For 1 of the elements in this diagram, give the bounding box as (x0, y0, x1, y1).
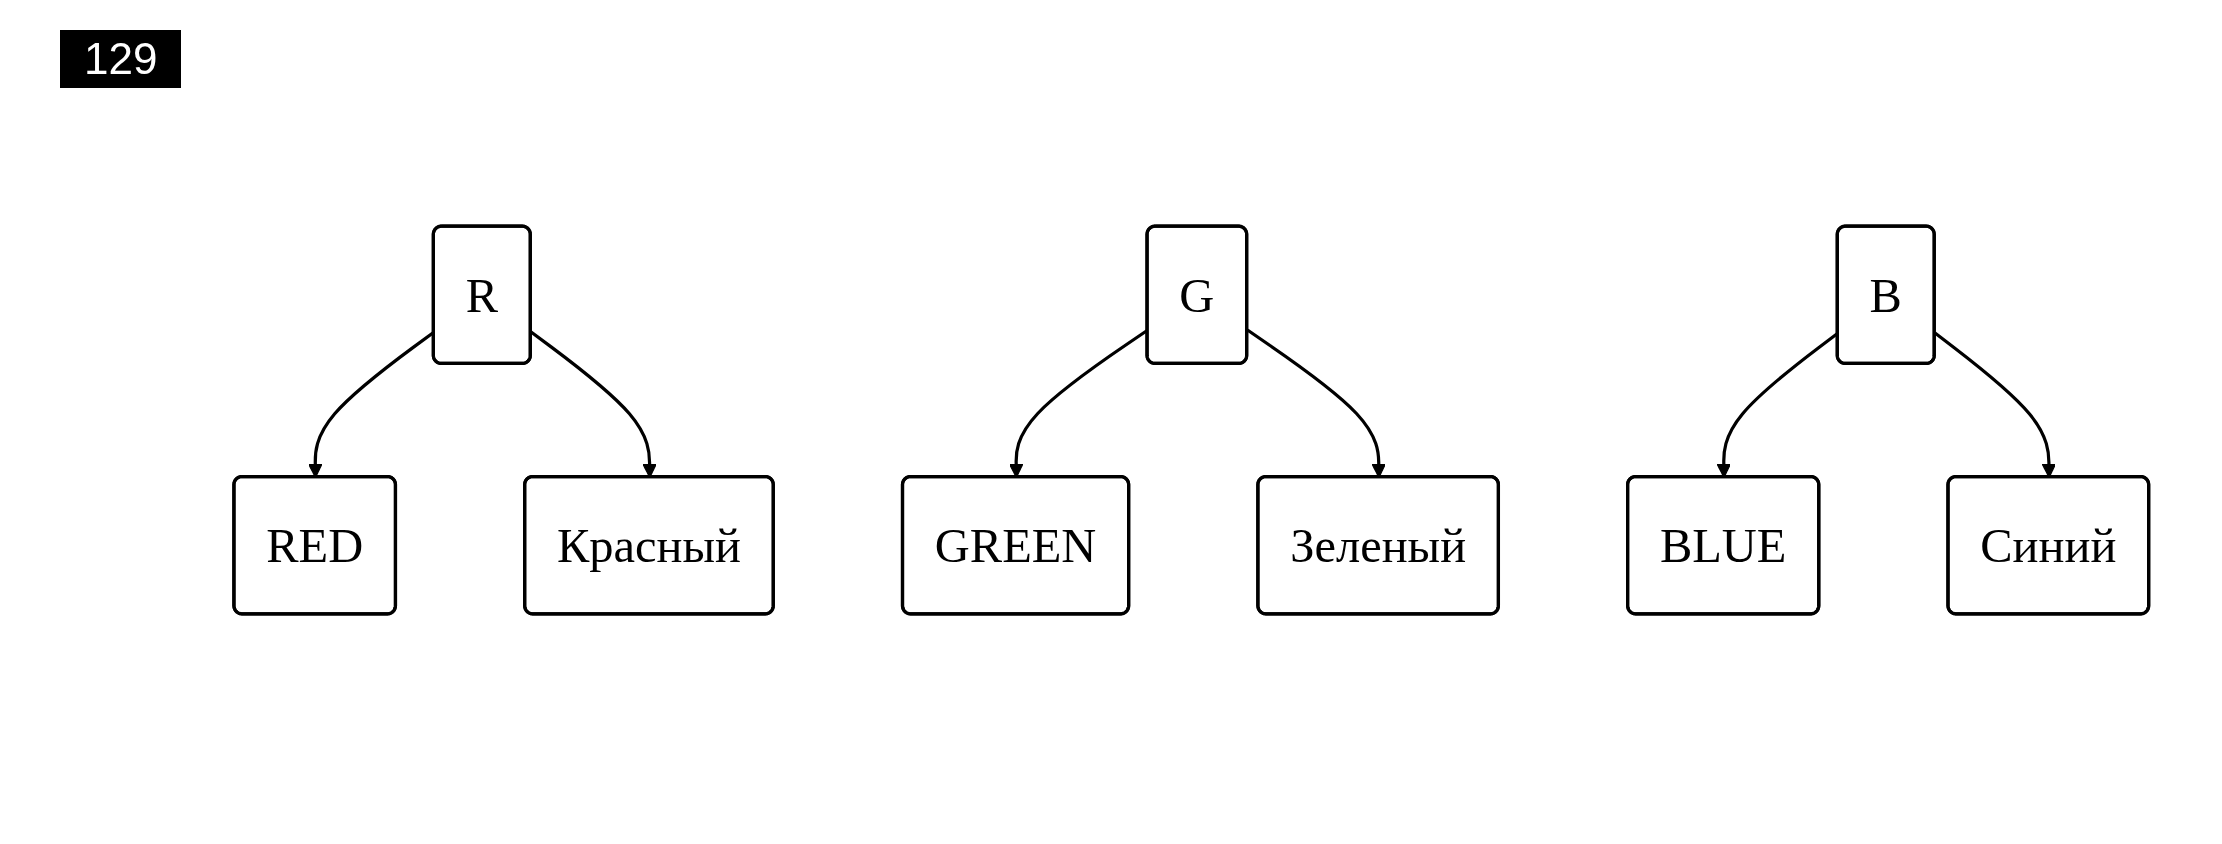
task-number: 129 (60, 30, 182, 88)
